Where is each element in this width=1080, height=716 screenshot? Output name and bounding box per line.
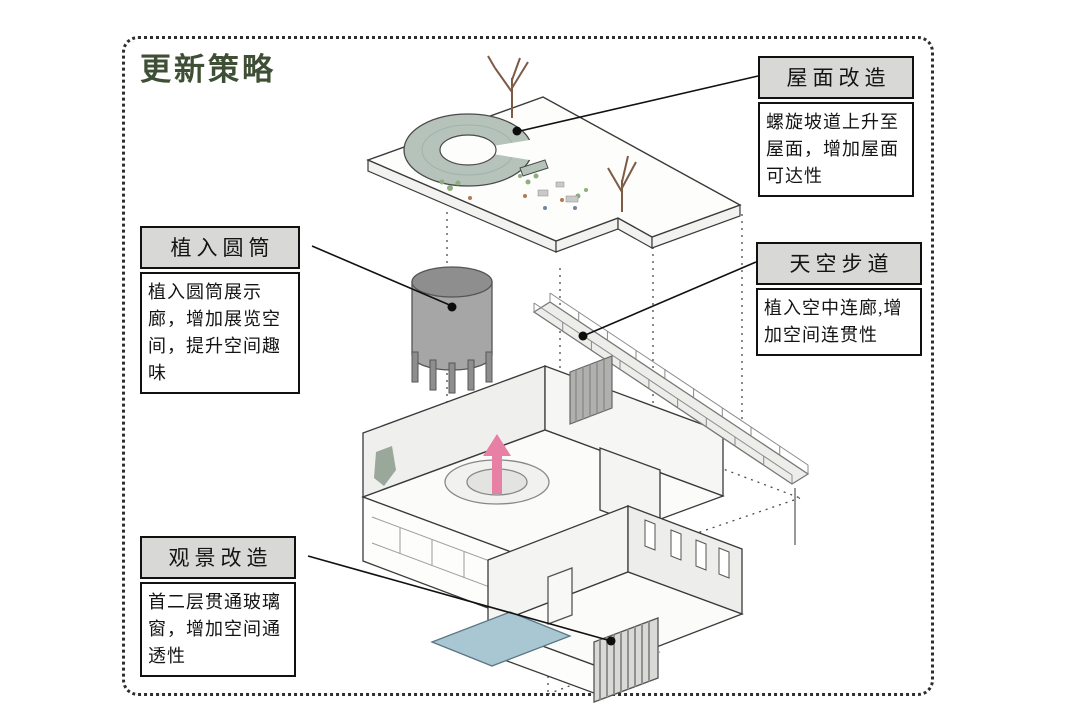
leader-line-roof [519, 75, 759, 132]
door-frame [547, 567, 573, 625]
leader-line-cylinder [311, 245, 453, 307]
leader-lines [307, 75, 759, 642]
callout-cylinder-desc: 植入圆筒展示廊，增加展览空间，提升空间趣味 [140, 272, 300, 394]
roof-furniture [537, 181, 579, 203]
callout-skywalk-title: 天空步道 [756, 242, 922, 285]
page-title: 更新策略 [140, 52, 276, 87]
spiral-ramp [403, 113, 549, 187]
leader-dots [447, 126, 616, 646]
window-slits [644, 519, 730, 579]
roof-layer [366, 55, 742, 253]
callout-viewing: 观景改造 首二层贯通玻璃窗，增加空间通透性 [140, 536, 296, 677]
callout-skywalk-desc: 植入空中连廊,增加空间连贯性 [756, 288, 922, 356]
leader-line-viewing [307, 555, 612, 642]
bridge-railings [533, 292, 809, 484]
callout-skywalk: 天空步道 植入空中连廊,增加空间连贯性 [756, 242, 922, 356]
leader-dot-skywalk [578, 331, 588, 341]
ramp-landing [519, 159, 549, 177]
pool [430, 611, 572, 667]
roof-tree-left [487, 55, 529, 118]
ground-floor [430, 505, 744, 703]
roof-tree-right [607, 155, 637, 212]
wall-artwork [374, 446, 396, 486]
dotted-border [122, 36, 934, 696]
leader-dot-cylinder [447, 302, 457, 312]
leader-dot-roof [512, 126, 522, 136]
callout-roof: 屋面改造 螺旋坡道上升至屋面，增加屋面可达性 [758, 56, 914, 197]
callout-roof-desc: 螺旋坡道上升至屋面，增加屋面可达性 [758, 102, 914, 197]
sky-bridge [532, 292, 810, 545]
cylinder-legs [411, 351, 493, 394]
callout-roof-title: 屋面改造 [758, 56, 914, 99]
leader-dot-viewing [606, 636, 616, 646]
callout-viewing-desc: 首二层贯通玻璃窗，增加空间通透性 [140, 582, 296, 677]
up-arrow [483, 434, 511, 494]
roof-greenery [439, 173, 588, 199]
callout-cylinder: 植入圆筒 植入圆筒展示廊，增加展览空间，提升空间趣味 [140, 226, 300, 394]
roof-people [468, 194, 577, 210]
cylinder-gallery [411, 266, 493, 394]
callout-cylinder-title: 植入圆筒 [140, 226, 300, 269]
service-box [569, 355, 613, 425]
leader-line-skywalk [582, 261, 757, 337]
cylinder-top [411, 266, 493, 298]
callout-viewing-title: 观景改造 [140, 536, 296, 579]
